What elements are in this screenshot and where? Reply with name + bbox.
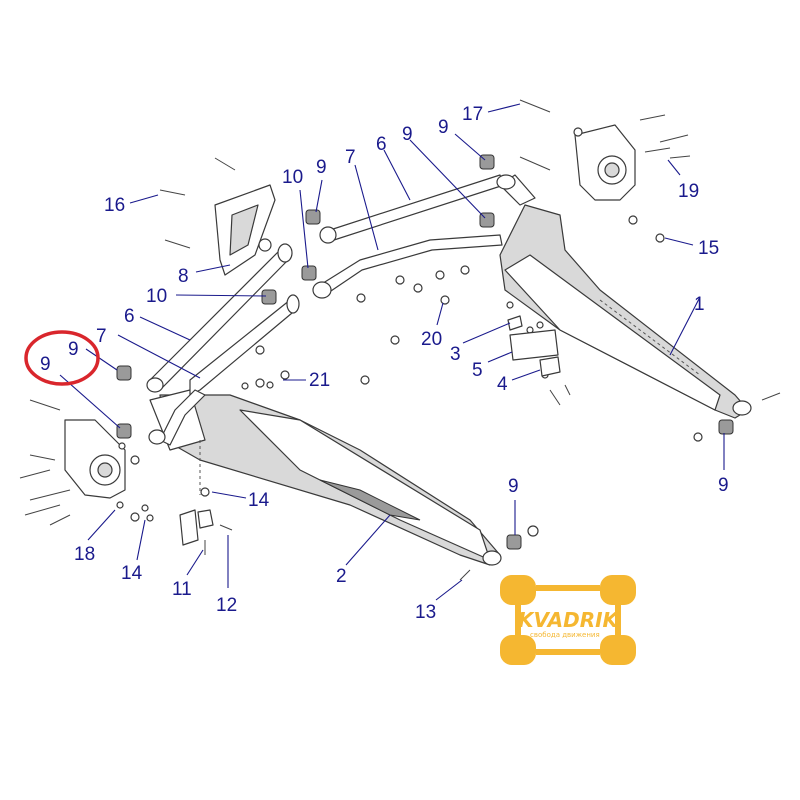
callout-2: 2 [336,566,347,587]
callout-21: 21 [309,370,330,391]
logo-brand: KVADRIK [518,608,620,632]
callout-9-right: 9 [718,475,729,496]
parts-artwork [19,99,781,581]
callout-12: 12 [216,595,237,616]
callout-19: 19 [678,181,699,202]
leader-lines [59,103,725,601]
nuts [116,215,703,537]
callout-1: 1 [694,294,705,315]
callout-17: 17 [462,104,483,125]
control-arms-left [146,243,300,446]
callout-8: 8 [178,266,189,287]
callout-4: 4 [497,374,508,395]
callout-9-left-b: 9 [40,354,51,375]
callout-18: 18 [74,544,95,565]
callout-7-right: 7 [345,147,356,168]
knuckle-left [64,419,126,499]
control-arms-right [312,174,516,299]
callout-6-right: 6 [376,134,387,155]
callout-9-center: 9 [316,157,327,178]
callout-9-upper-right: 9 [438,117,449,138]
small-plates [179,315,561,546]
callout-15: 15 [698,238,719,259]
callout-9-left-a: 9 [68,339,79,360]
trailing-arm-right [499,174,752,419]
callout-10-upper: 10 [282,167,303,188]
tire-icon [500,575,636,665]
knuckle-right [573,124,636,201]
logo-tagline: свобода движения [530,631,600,639]
callout-20: 20 [421,329,442,350]
callout-5: 5 [472,360,483,381]
watermark-logo: KVADRIK свобода движения [500,575,636,665]
callout-7-left: 7 [96,326,107,347]
callout-13: 13 [415,602,436,623]
highlight-ring [24,330,100,386]
callout-10-lower: 10 [146,286,167,307]
callout-6-left: 6 [124,306,135,327]
trailing-arm-left [149,389,502,566]
bracket-plate [214,184,276,276]
callout-9-upper-mid: 9 [402,124,413,145]
callout-11: 11 [172,579,192,600]
callout-14-left: 14 [121,563,143,584]
callout-16: 16 [104,195,125,216]
callout-9-lower: 9 [508,476,519,497]
callout-numbers: 17 16 9 9 6 7 9 10 8 10 6 7 9 9 1 19 15 … [40,104,729,623]
bolts [19,99,781,581]
callout-14-right: 14 [248,490,270,511]
callout-3: 3 [450,344,461,365]
